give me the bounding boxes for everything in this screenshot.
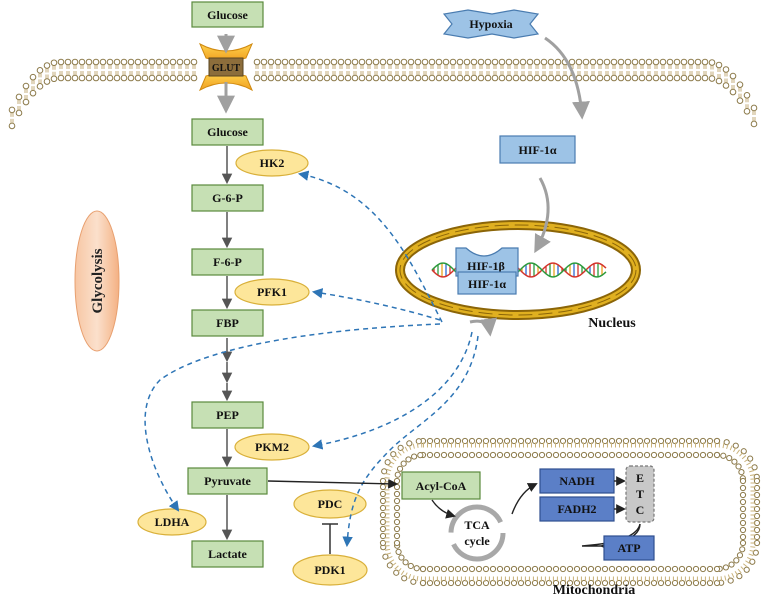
nadh-node: NADH — [539, 468, 615, 494]
fadh2-node: FADH2 — [539, 496, 615, 522]
pyruvate-node: Pyruvate — [187, 467, 268, 495]
glut-transporter: GLUT — [198, 42, 254, 92]
glucose-outside-node: Glucose — [191, 1, 264, 28]
pdc-enzyme: PDC — [293, 489, 367, 519]
lactate-node: Lactate — [191, 540, 264, 568]
nucleus-envelope — [395, 220, 641, 320]
tca-cycle: TCA cycle — [448, 504, 506, 562]
fadh2-label: FADH2 — [557, 502, 596, 516]
nadh-label: NADH — [559, 474, 595, 488]
pfk1-enzyme: PFK1 — [234, 278, 310, 306]
acyl-coa-node: Acyl-CoA — [401, 471, 481, 500]
fbp-label: FBP — [216, 316, 239, 330]
lactate-label: Lactate — [208, 547, 247, 561]
pfk1-label: PFK1 — [257, 285, 287, 299]
nucleus-output-arrow — [469, 317, 498, 337]
f6p-node: F-6-P — [191, 248, 264, 276]
fbp-node: FBP — [191, 309, 264, 337]
pdk1-inhibits-pdc — [322, 523, 338, 554]
hif1a-cytoplasm-label: HIF-1α — [518, 143, 556, 157]
hif1a-to-nucleus-arrow — [534, 177, 551, 254]
mitochondria-label: Mitochondria — [553, 583, 635, 598]
glucose-outside-label: Glucose — [207, 8, 248, 22]
pyruvate-label: Pyruvate — [204, 474, 251, 488]
ldha-label: LDHA — [155, 515, 190, 529]
hif1a-cytoplasm-node: HIF-1α — [499, 135, 576, 164]
nucleus-label: Nucleus — [588, 316, 636, 331]
pep-label: PEP — [216, 408, 239, 422]
glucose-inside-node: Glucose — [191, 118, 264, 146]
hif1a-nucleus-subunit: HIF-1α — [457, 271, 517, 295]
atp-label: ATP — [617, 541, 640, 555]
tca-label-line2: cycle — [464, 534, 490, 548]
hif1a-target-arrows — [144, 170, 479, 548]
etc-letter-e: E — [636, 471, 644, 485]
etc-letter-c: C — [636, 503, 645, 517]
hif1b-label: HIF-1β — [467, 259, 505, 273]
glycolysis-badge: Glycolysis — [74, 210, 120, 352]
pep-node: PEP — [191, 401, 264, 429]
pdk1-label: PDK1 — [314, 563, 345, 577]
tca-label-line1: TCA — [464, 518, 490, 532]
hypoxia-node: Hypoxia — [442, 9, 540, 39]
pdc-label: PDC — [318, 497, 343, 511]
hk2-label: HK2 — [260, 156, 285, 170]
pdk1-enzyme: PDK1 — [292, 554, 368, 586]
pkm2-enzyme: PKM2 — [234, 433, 310, 461]
pyruvate-to-acylcoa-arrow — [267, 478, 398, 489]
f6p-label: F-6-P — [213, 255, 242, 269]
ldha-enzyme: LDHA — [137, 508, 207, 536]
glycolysis-label: Glycolysis — [90, 248, 106, 313]
etc-complex: E T C — [625, 465, 655, 523]
hypoxia-label: Hypoxia — [469, 17, 512, 31]
acyl-coa-label: Acyl-CoA — [416, 479, 467, 493]
etc-letter-t: T — [636, 487, 644, 501]
glucose-inside-label: Glucose — [207, 125, 248, 139]
acylcoa-to-tca-arrow — [431, 499, 456, 519]
atp-node: ATP — [603, 535, 655, 561]
cell-membrane — [8, 58, 758, 130]
hypoxia-to-hif1a-arrow — [544, 36, 590, 120]
tca-to-nadh-arrow — [511, 483, 538, 515]
pkm2-label: PKM2 — [255, 440, 289, 454]
glut-label: GLUT — [212, 63, 241, 74]
g6p-label: G-6-P — [212, 191, 243, 205]
hk2-enzyme: HK2 — [235, 149, 309, 177]
dna-helix — [431, 262, 607, 278]
hif1b-subunit: HIF-1β — [455, 247, 519, 277]
hif1a-nucleus-label: HIF-1α — [468, 277, 506, 291]
g6p-node: G-6-P — [191, 184, 264, 212]
